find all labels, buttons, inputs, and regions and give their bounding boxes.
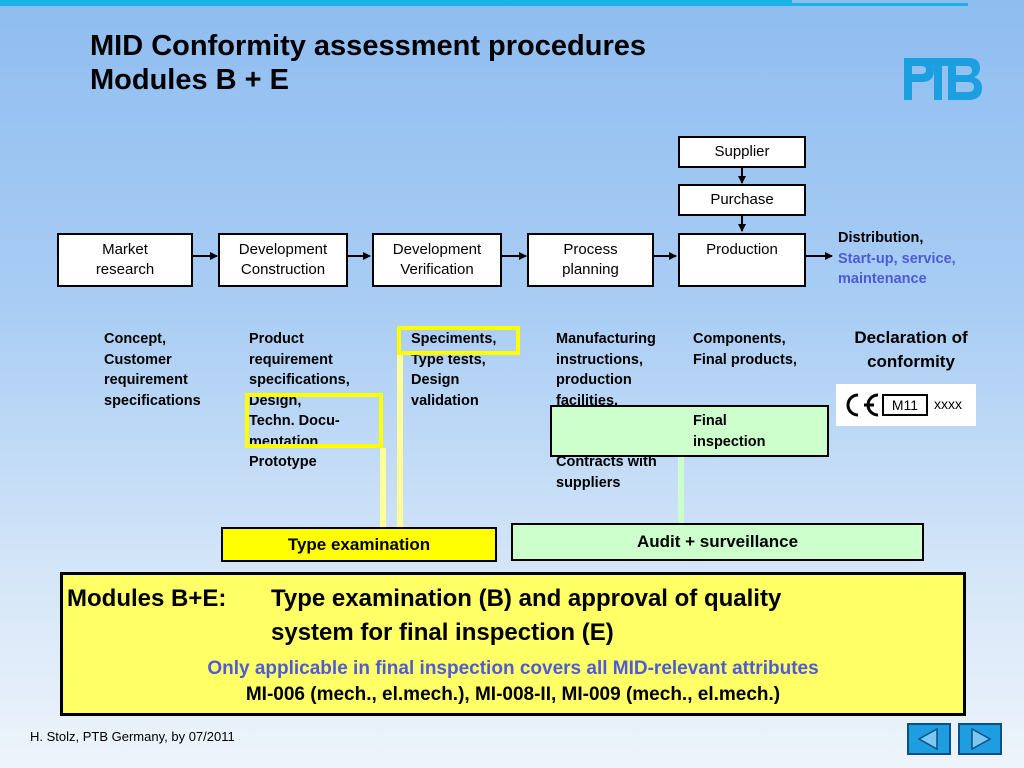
declaration-line2: conformity [867,352,955,371]
step-label-line2: research [95,261,155,278]
footer-divider [0,3,968,6]
purchase-box: Purchase [678,184,806,216]
modules-line2: system for final inspection (E) [271,619,614,646]
distribution-line1: Distribution, [838,230,924,246]
type-examination-box: Type examination [221,527,497,562]
modules-line4: MI-006 (mech., el.mech.), MI-008-II, MI-… [245,684,781,705]
step-label-line1: Development [392,241,482,258]
step-market-research: Market research [57,233,193,287]
final-inspection-highlight [550,405,829,457]
supplier-box: Supplier [678,136,806,168]
note-market-research: Concept, Customer requirement specificat… [104,331,201,409]
purchase-label: Purchase [710,191,774,208]
slide-title-line2: Modules B + E [90,64,290,96]
step-label-line2: Verification [400,261,474,278]
declaration-line1: Declaration of [854,328,968,347]
previous-slide-button[interactable] [907,723,951,755]
step-label-line1: Market [102,241,148,258]
ptb-logo [904,58,982,100]
step-label-line2: Construction [240,261,326,278]
modules-line1: Type examination (B) and approval of qua… [271,585,782,612]
modules-line3: Only applicable in final inspection cove… [207,658,819,679]
modules-prefix: Modules B+E: [67,585,227,612]
step-production: Production [678,233,806,287]
note-final-inspection: Final inspection [693,413,766,450]
step-label-line2: planning [562,261,619,278]
step-label-line1: Development [238,241,328,258]
step-label-line1: Production [706,241,778,258]
step-process-planning: Process planning [527,233,654,287]
triangle-left-icon [917,727,938,751]
triangle-right-icon [971,727,992,751]
title-divider [0,0,792,3]
declaration-label: Declaration of conformity [836,326,986,374]
metrology-mark: M11 [882,394,928,416]
footer-credit: H. Stolz, PTB Germany, by 07/2011 [30,729,235,744]
step-development-construction: Development Construction [218,233,348,287]
distribution-line2: Start-up, service, [838,250,956,267]
connector-bar-green [678,456,684,523]
highlight-frame-documentation [245,393,383,448]
audit-surveillance-box: Audit + surveillance [511,523,924,561]
ce-marking-box: M11 xxxx [836,384,976,426]
slide-title-line1: MID Conformity assessment procedures [90,30,646,62]
supplier-label: Supplier [714,143,770,160]
ce-mark [846,393,879,417]
next-slide-button[interactable] [958,723,1002,755]
note-development-verification: Speciments, Type tests, Design validatio… [411,331,497,409]
modules-summary-panel: Modules B+E: Type examination (B) and ap… [60,572,966,716]
notified-body-number: xxxx [934,396,962,412]
distribution-label: Distribution, Start-up, service, mainten… [838,228,956,290]
step-development-verification: Development Verification [372,233,502,287]
connector-bar-yellow-2 [397,355,403,527]
connector-bar-yellow-1 [380,448,386,527]
note-production: Components, Final products, [693,331,797,368]
highlight-frame-speciments [397,326,520,355]
step-label-line1: Process [563,241,618,258]
distribution-line3: maintenance [838,271,927,287]
